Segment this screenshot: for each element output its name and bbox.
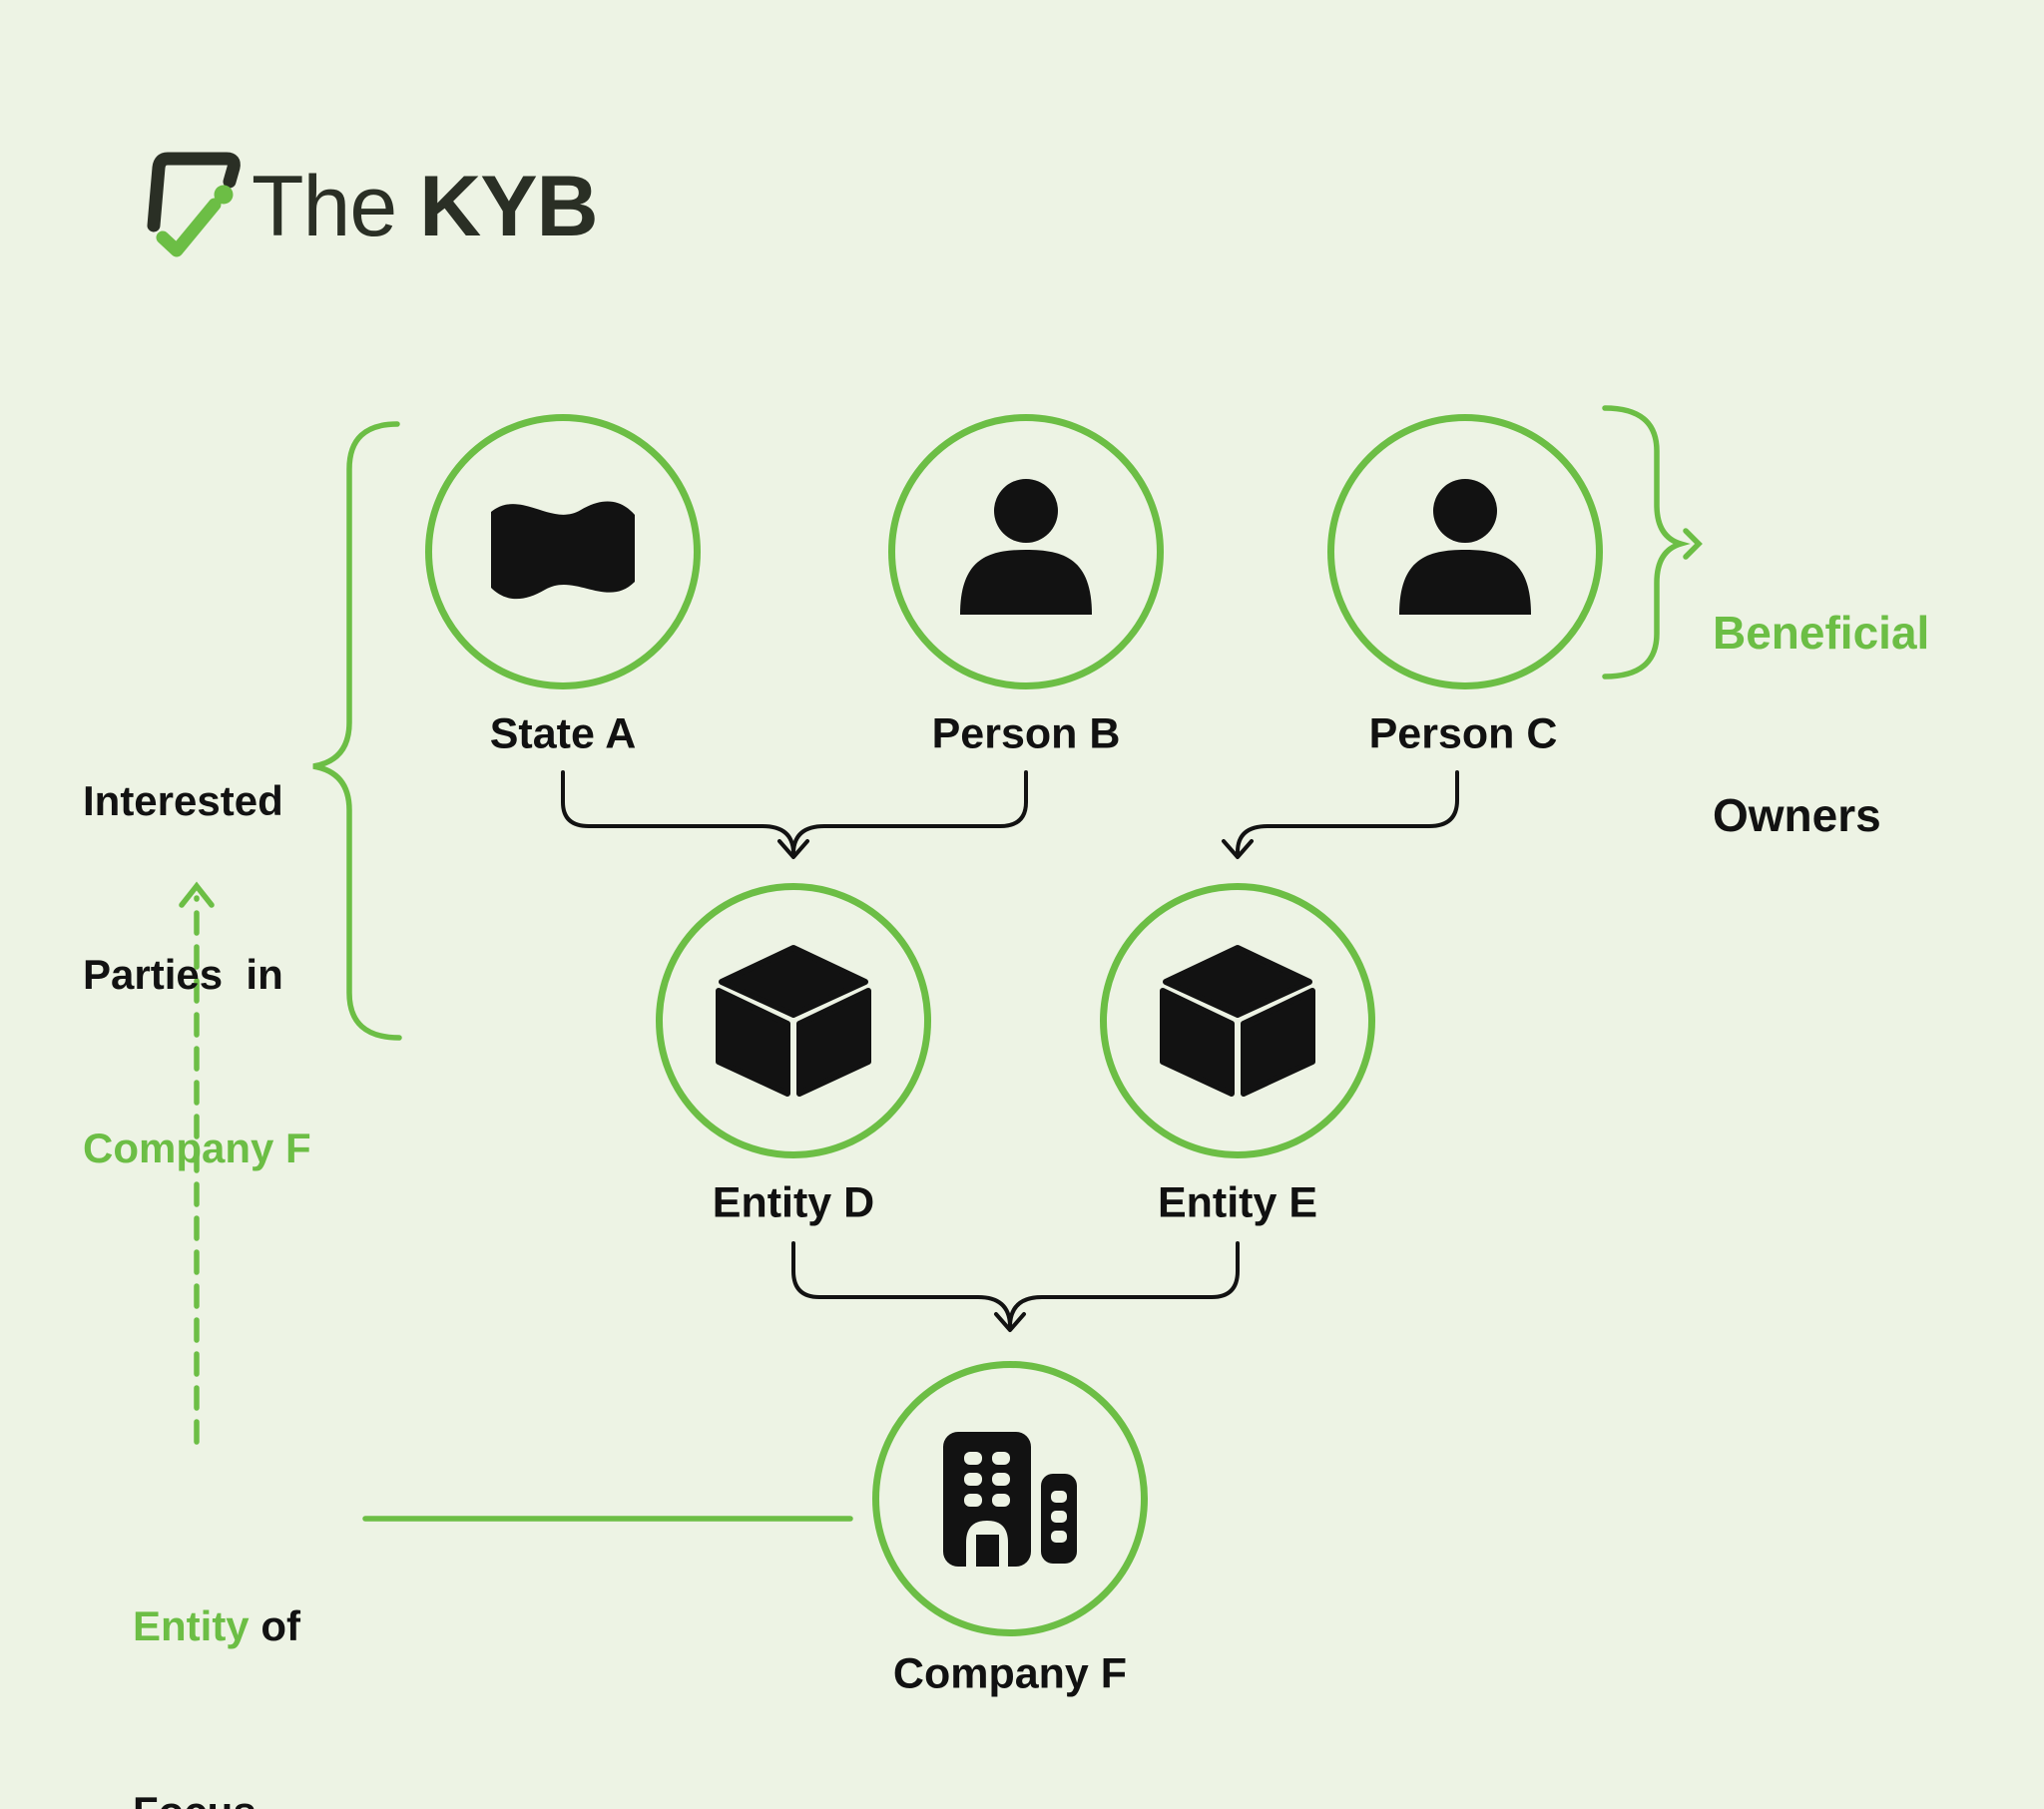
flag-icon [491,501,635,600]
cube-icon [716,945,871,1097]
entity-of-focus-label: Entity of Focus [133,1472,300,1809]
interested-parties-line1: Interested [83,777,283,824]
kyb-logo-checkmark-icon [147,152,241,257]
entity-of-focus-line2: Focus [133,1781,300,1809]
node-person-b [888,414,1164,689]
interested-parties-line3: Company F [83,1125,311,1171]
node-label-entity-e: Entity E [1157,1178,1318,1227]
building-icon [943,1432,1077,1567]
node-person-c [1327,414,1603,689]
node-entity-d [656,883,931,1158]
node-label-person-b: Person B [931,709,1121,758]
person-icon [1399,479,1531,615]
merge-arrow-entity-d-entity-e-to-company-f [791,1241,1240,1332]
interested-parties-brace [312,421,402,1041]
node-state-a [425,414,701,689]
beneficial-owners-label: Beneficial Owners [1713,481,1929,968]
beneficial-owners-line1: Beneficial [1713,607,1930,659]
interested-parties-line2: Parties in [83,951,283,998]
entity-of-focus-word-of: of [249,1602,300,1649]
node-entity-e [1100,883,1375,1158]
beneficial-owners-brace-arrow [1602,405,1703,679]
brand-kyb: KYB [419,159,599,254]
node-label-state-a: State A [489,709,637,758]
node-label-person-c: Person C [1368,709,1558,758]
arrow-person-c-to-entity-e [1222,770,1459,859]
entity-of-focus-line1: Entity of [133,1595,300,1657]
beneficial-owners-line2: Owners [1713,789,1881,841]
merge-arrow-state-a-person-b-to-entity-d [561,770,1028,859]
entity-of-focus-word-entity: Entity [133,1602,250,1649]
person-icon [960,479,1092,615]
node-label-entity-d: Entity D [712,1178,875,1227]
cube-icon [1160,945,1315,1097]
node-company-f [872,1361,1148,1636]
node-label-company-f: Company F [892,1649,1128,1698]
interested-parties-label: Interested Parties in Company F [83,657,311,1293]
entity-of-focus-dashed-arrow [179,881,215,1445]
brand-wordmark: The KYB [252,164,599,249]
brand-the: The [252,159,420,254]
